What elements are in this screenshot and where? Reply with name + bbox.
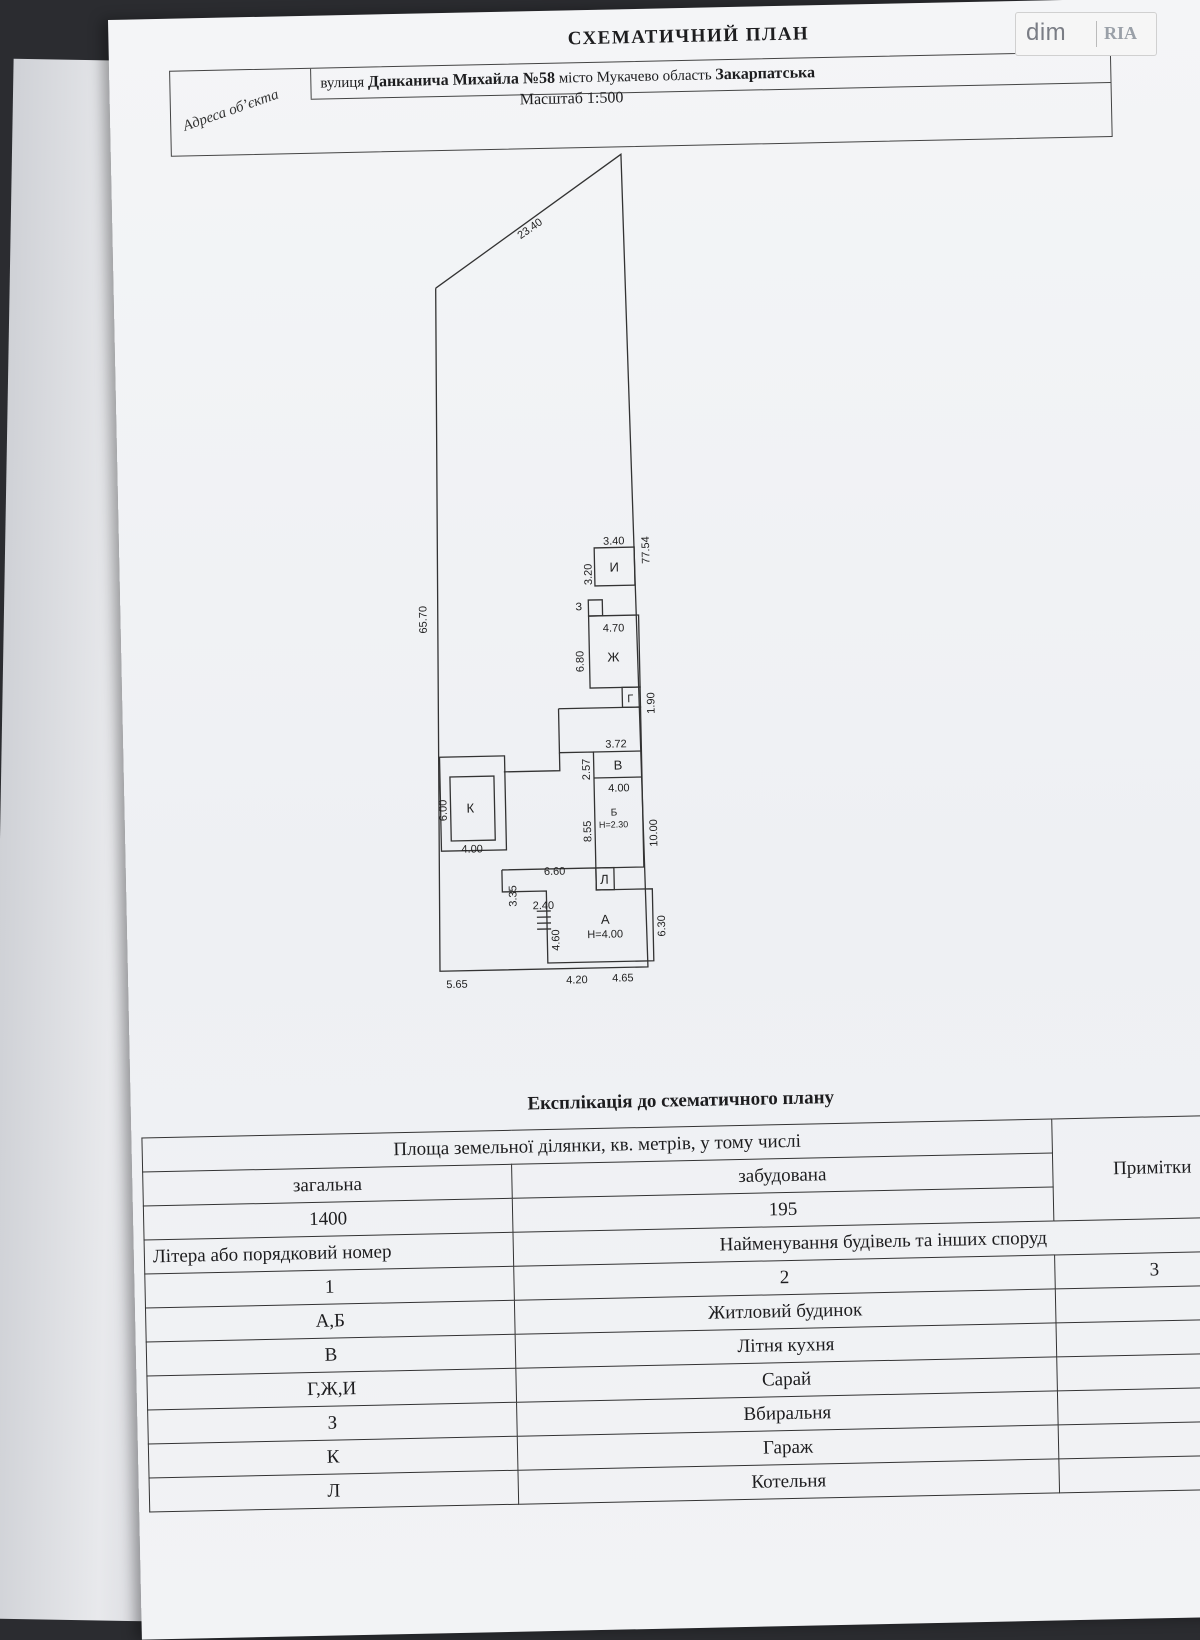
dim-v-height: 2.57 [581, 759, 593, 781]
dimria-logo: dim RIA [1015, 12, 1157, 56]
label-b: Б [611, 808, 618, 819]
label-l: Л [600, 872, 609, 887]
building-b-outline [559, 707, 644, 869]
building-v-divider2 [594, 777, 642, 778]
dim-g-height: 1.90 [645, 692, 657, 714]
row-note [1057, 1387, 1200, 1425]
row-note [1057, 1353, 1200, 1391]
dim-l-width: 6.60 [544, 866, 566, 878]
dim-a-height: 6.30 [656, 915, 668, 937]
dim-b-width: 4.00 [608, 782, 630, 794]
dim-zh-height: 6.80 [574, 651, 586, 673]
label-i: И [609, 559, 619, 574]
dim-bottom-left: 5.65 [446, 979, 468, 991]
label-a-height: Н=4.00 [587, 928, 623, 941]
label-z: З [575, 601, 582, 613]
row-letter: Л [149, 1470, 519, 1512]
dim-right-edge: 77.54 [640, 536, 653, 564]
label-k: К [466, 800, 474, 815]
building-v-divider [593, 751, 641, 752]
dim-stair-width: 2.40 [533, 900, 555, 912]
row-note [1055, 1285, 1200, 1323]
yard-wall [503, 753, 559, 772]
dim-left-ext-height: 3.35 [507, 885, 519, 907]
notes-header: Примітки [1052, 1115, 1200, 1221]
dim-i-height: 3.20 [582, 564, 594, 586]
dim-left-edge: 65.70 [417, 606, 430, 634]
site-plan: 23.40 65.70 77.54 3.40 3.20 З 4.70 6.80 … [108, 0, 1200, 1100]
row-note [1059, 1455, 1200, 1493]
dim-bottom-right: 4.65 [612, 972, 634, 984]
dim-b-height: 8.55 [582, 821, 594, 843]
label-v: В [614, 757, 623, 772]
document-page: СХЕМАТИЧНИЙ ПЛАН Адреса об’єкта вулиця Д… [108, 0, 1200, 1640]
row-note [1056, 1319, 1200, 1357]
label-b-height: Н=2.30 [599, 819, 628, 830]
logo-dim-text: dim [1026, 19, 1066, 47]
logo-ria-text: RIA [1104, 23, 1137, 44]
label-g: Г [627, 693, 633, 705]
building-z [588, 600, 602, 616]
logo-separator [1096, 21, 1097, 47]
dim-i-width: 3.40 [603, 535, 625, 547]
row-note [1058, 1421, 1200, 1459]
label-zh: Ж [607, 649, 619, 664]
dim-a-inner: 4.60 [550, 929, 562, 951]
dim-v-width: 3.72 [605, 738, 627, 750]
label-a: А [601, 912, 610, 927]
dim-zh-width: 4.70 [603, 622, 625, 634]
dim-bottom-mid: 4.20 [566, 974, 588, 986]
dim-k-height: 6.00 [437, 800, 449, 822]
col-number-3: 3 [1055, 1251, 1200, 1289]
building-l-outline [502, 867, 654, 964]
explication-table: Площа земельної ділянки, кв. метрів, у т… [141, 1114, 1200, 1512]
dim-b-total: 10.00 [648, 819, 661, 847]
dim-k-width: 4.00 [461, 843, 483, 855]
